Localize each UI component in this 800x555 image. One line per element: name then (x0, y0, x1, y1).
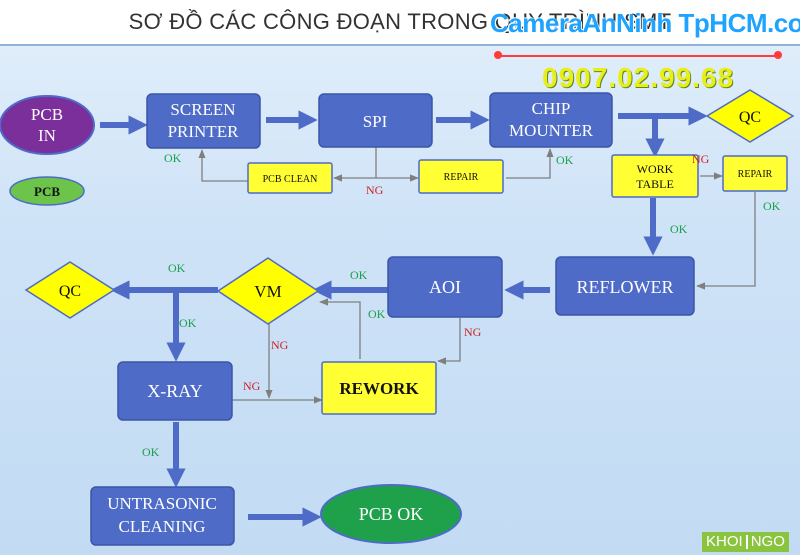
edge-label-ok-worktable: OK (670, 222, 688, 236)
edge-label-ok-printer: OK (164, 151, 182, 165)
vm-label: VM (254, 282, 281, 301)
aoi-label: AOI (429, 277, 461, 297)
watermark-phone: 0907.02.99.68 (542, 62, 735, 93)
xray-label: X-RAY (147, 381, 202, 401)
pcb-clean-label: PCB CLEAN (263, 174, 318, 185)
node-qc-left: QC (24, 261, 116, 319)
edge-label-ng-aoi: NG (464, 325, 482, 339)
node-qc-top: QC (705, 89, 795, 143)
line-repair-to-mounter (506, 148, 554, 179)
watermark-dot-right (774, 51, 782, 59)
chip-mounter-label-1: CHIP (532, 99, 571, 118)
pcb-label: PCB (34, 184, 60, 199)
edge-label-ok-vm: OK (168, 261, 186, 275)
screen-printer-label-1: SCREEN (170, 100, 235, 119)
watermark-underline (500, 55, 778, 57)
line-rework-to-vm (319, 298, 361, 359)
spi-label: SPI (363, 112, 388, 131)
line-repair-to-reflower (696, 192, 756, 290)
line-aoi-ng-to-rework (437, 318, 461, 365)
qc-top-label: QC (739, 109, 761, 126)
node-pcb: PCB (9, 176, 85, 206)
pcb-in-label-2: IN (38, 126, 56, 145)
rework-label: REWORK (339, 379, 419, 398)
ultrasonic-label-2: CLEANING (119, 517, 206, 536)
node-work-table: WORK TABLE (611, 154, 699, 198)
line-pcbclean-to-printer (198, 149, 248, 182)
work-table-label-1: WORK (637, 162, 674, 176)
repair-right-label: REPAIR (738, 169, 773, 180)
ultrasonic-label-1: UNTRASONIC (107, 494, 217, 513)
node-chip-mounter: CHIP MOUNTER (489, 92, 613, 148)
node-repair-right: REPAIR (722, 155, 788, 192)
node-screen-printer: SCREEN PRINTER (146, 93, 261, 149)
edge-label-ok-rework: OK (368, 307, 386, 321)
qc-left-label: QC (59, 283, 81, 300)
edge-label-ok-xray: OK (142, 445, 160, 459)
pcb-ok-label: PCB OK (359, 504, 424, 524)
node-spi: SPI (318, 93, 433, 148)
edge-label-ok-repair-right: OK (763, 199, 781, 213)
work-table-label-2: TABLE (636, 177, 674, 191)
node-rework: REWORK (321, 361, 437, 415)
header-bar (0, 0, 800, 46)
edge-label-ng-spi: NG (366, 183, 384, 197)
pcb-in-label-1: PCB (31, 105, 63, 124)
watermark-site: CameraAnNinh TpHCM.com (490, 8, 800, 38)
node-vm: VM (216, 257, 320, 325)
node-aoi: AOI (387, 256, 503, 318)
repair-mid-label: REPAIR (444, 172, 479, 183)
screen-printer-label-2: PRINTER (168, 122, 240, 141)
edge-label-ok-mounter: OK (556, 153, 574, 167)
edge-label-ok-aoi: OK (350, 268, 368, 282)
node-pcb-ok: PCB OK (320, 484, 462, 544)
edge-label-ng-worktable: NG (692, 152, 710, 166)
node-ultrasonic-cleaning: UNTRASONIC CLEANING (90, 486, 235, 546)
node-pcb-clean: PCB CLEAN (247, 162, 333, 194)
node-pcb-in: PCB IN (0, 95, 95, 155)
edge-label-ng-xray: NG (243, 379, 261, 393)
chip-mounter-label-2: MOUNTER (509, 121, 594, 140)
node-reflower: REFLOWER (555, 256, 695, 316)
edge-label-ok-qc: OK (179, 316, 197, 330)
brand-right: NGO (750, 533, 785, 550)
brand-logo: KHOI NGO (702, 532, 789, 552)
line-spi-ng-branch (333, 147, 377, 182)
node-xray: X-RAY (117, 361, 233, 421)
edge-label-ng-vm: NG (271, 338, 289, 352)
reflower-label: REFLOWER (577, 277, 674, 297)
watermark-dot-left (494, 51, 502, 59)
page-title: SƠ ĐỒ CÁC CÔNG ĐOẠN TRONG QUY TRÌNH SMT (128, 9, 672, 34)
brand-separator (745, 535, 748, 550)
brand-left: KHOI (706, 533, 743, 550)
node-repair-mid: REPAIR (418, 159, 504, 194)
